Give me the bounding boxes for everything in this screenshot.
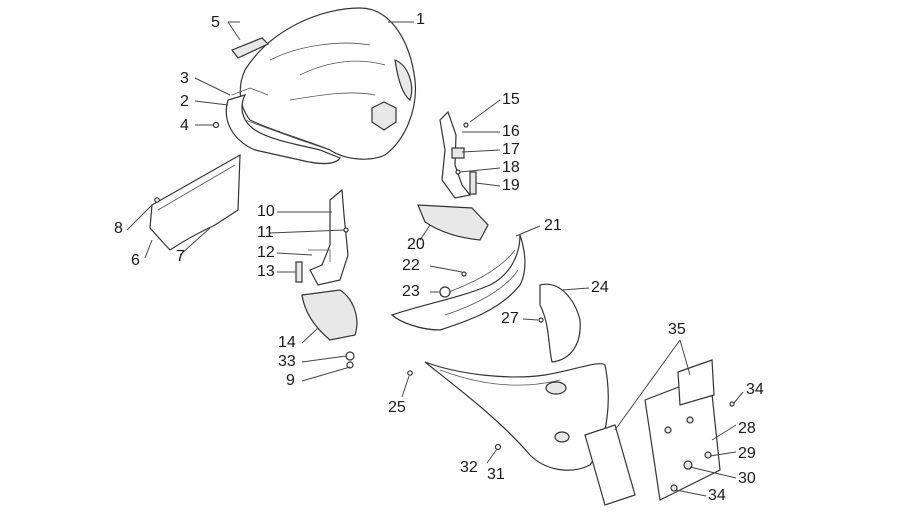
rear-cowling-part — [239, 7, 417, 160]
callout-4: 4 — [180, 117, 189, 134]
callout-11: 11 — [257, 224, 274, 241]
side-panel-part — [149, 153, 241, 251]
inner-fender-part — [539, 283, 581, 363]
callout-35: 35 — [668, 321, 686, 338]
callout-22: 22 — [402, 257, 420, 274]
grab-rail-part — [225, 87, 341, 165]
callout-3: 3 — [180, 70, 189, 87]
callout-21: 21 — [544, 217, 562, 234]
callout-30: 30 — [738, 470, 756, 487]
callout-19: 19 — [502, 177, 520, 194]
callout-34-bottom: 34 — [708, 487, 726, 504]
callout-16: 16 — [502, 123, 520, 140]
callout-6: 6 — [131, 252, 140, 269]
callout-8: 8 — [114, 220, 123, 237]
callout-33: 33 — [278, 353, 296, 370]
tail-light-part — [390, 234, 526, 331]
callout-10: 10 — [257, 203, 275, 220]
cover-part-20 — [417, 204, 489, 241]
nut-33 — [345, 351, 355, 361]
callout-1: 1 — [416, 11, 425, 28]
callout-13: 13 — [257, 263, 275, 280]
screw-11 — [343, 227, 349, 233]
callout-25: 25 — [388, 399, 406, 416]
callout-18: 18 — [502, 159, 520, 176]
callout-23: 23 — [402, 283, 420, 300]
callout-32: 32 — [460, 459, 478, 476]
reflector-part — [584, 424, 636, 506]
callout-24: 24 — [591, 279, 609, 296]
callout-2: 2 — [180, 93, 189, 110]
emblem-part — [231, 37, 270, 59]
callout-12: 12 — [257, 244, 275, 261]
callout-5: 5 — [211, 14, 220, 31]
callout-15: 15 — [502, 91, 520, 108]
callout-20: 20 — [407, 236, 425, 253]
callout-7: 7 — [176, 248, 185, 265]
leader-lines — [126, 21, 744, 497]
right-hinge-part — [439, 110, 477, 199]
callout-34-top: 34 — [746, 381, 764, 398]
callout-31: 31 — [487, 466, 505, 483]
screw-4 — [212, 121, 220, 129]
mudguard-part — [424, 361, 609, 471]
callout-17: 17 — [502, 141, 520, 158]
callout-27: 27 — [501, 310, 519, 327]
washer-9 — [346, 361, 354, 369]
plate-holder-part — [644, 359, 721, 501]
callout-28: 28 — [738, 420, 756, 437]
callout-9: 9 — [286, 372, 295, 389]
callout-29: 29 — [738, 445, 756, 462]
callout-14: 14 — [278, 334, 296, 351]
left-hinge-part — [295, 188, 349, 286]
cover-part-14 — [301, 289, 358, 341]
